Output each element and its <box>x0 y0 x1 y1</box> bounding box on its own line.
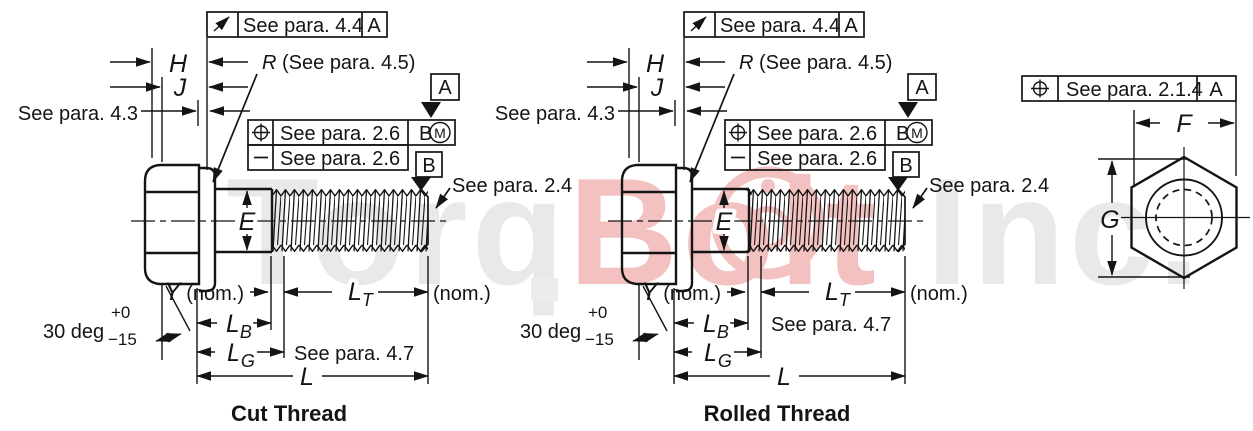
angle-tol-upper: +0 <box>111 303 130 322</box>
fcf-row1-text: See para. 2.6 <box>280 123 400 145</box>
circular-runout-icon <box>213 16 230 32</box>
fcf-row1-datum: B <box>419 123 432 145</box>
fcf-row2-text: See para. 2.6 <box>280 148 400 170</box>
position-symbol-icon <box>1031 79 1049 98</box>
fcf-row1-text: See para. 2.6 <box>757 123 877 145</box>
dim-LT-label: LT <box>348 278 375 310</box>
dim-Y-label: Y (nom.) <box>164 278 244 306</box>
end-view-fcf-text: See para. 2.1.4 <box>1066 79 1203 101</box>
dim-J-label: J <box>650 74 664 102</box>
point-note-leader <box>435 187 451 209</box>
dim-F-label: F <box>1176 110 1193 138</box>
dim-E-label: E <box>716 208 733 236</box>
fillet-note: R (See para. 4.5) <box>262 52 415 74</box>
dim-G-extension-lines <box>1098 158 1190 278</box>
threaded-section <box>272 188 429 253</box>
feature-control-frame <box>247 119 456 171</box>
datum-b-label: B <box>422 155 435 177</box>
dim-LT-suffix: (nom.) <box>433 283 491 305</box>
dim-J-label: J <box>173 74 187 102</box>
end-view-fcf: See para. 2.1.4 A <box>1021 75 1237 102</box>
dim-H-label: H <box>646 50 665 78</box>
angle-note: 30 deg <box>520 321 581 343</box>
mmc-modifier-circle-icon <box>429 121 451 144</box>
grip-note: See para. 4.7 <box>294 343 414 365</box>
dim-G-label: G <box>1100 206 1119 234</box>
fillet-note: R (See para. 4.5) <box>739 52 892 74</box>
dim-LT-label: LT <box>825 278 852 310</box>
point-note: See para. 2.4 <box>452 175 572 197</box>
chamfer-angle-arrow <box>155 332 182 343</box>
datum-b-flag <box>411 151 443 191</box>
cut-thread-caption: Cut Thread <box>231 401 347 426</box>
chamfer-angle-line <box>165 285 191 332</box>
fillet-leader <box>212 73 258 183</box>
rolled-thread-caption: Rolled Thread <box>704 401 851 426</box>
datum-a-label: A <box>915 77 929 99</box>
dim-E-label: E <box>239 208 256 236</box>
datum-a-label: A <box>438 77 452 99</box>
grip-note: See para. 4.7 <box>771 314 891 336</box>
datum-b-triangle-icon <box>411 177 431 191</box>
dim-LT-suffix: (nom.) <box>910 283 968 305</box>
fcf-row2-text: See para. 2.6 <box>757 148 877 170</box>
rolled-thread-bolt-labels: See para. 4.4 A R (See para. 4.5) H J Se… <box>495 15 1049 426</box>
position-symbol-icon <box>252 123 270 142</box>
dim-Y-label: Y (nom.) <box>641 278 721 306</box>
angle-tol-upper: +0 <box>588 303 607 322</box>
hex-head-side-view <box>143 163 217 293</box>
datum-b-label: B <box>899 155 912 177</box>
dim-F-extension-lines <box>1133 101 1237 186</box>
rolled-thread-step <box>744 188 752 253</box>
runout-callout-datum: A <box>844 15 858 37</box>
hex-end-view: See para. 2.1.4 A F G <box>1021 75 1250 289</box>
dim-LG-label: LG <box>227 339 255 371</box>
fcf-row1-datum: B <box>896 123 909 145</box>
dim-H-label: H <box>169 50 188 78</box>
angle-tol-lower: −15 <box>585 330 614 349</box>
runout-callout-frame <box>206 11 388 38</box>
fcf-row1-modifier: M <box>434 125 446 141</box>
head-note: See para. 4.3 <box>495 103 615 125</box>
dim-LB-label: LB <box>703 310 729 342</box>
dim-LB-label: LB <box>226 310 252 342</box>
cut-thread-bolt-labels: See para. 4.4 A R (See para. 4.5) H J Se… <box>18 15 572 426</box>
dim-L-label: L <box>777 363 791 391</box>
fcf-row1-modifier: M <box>911 125 923 141</box>
runout-callout-text: See para. 4.4 <box>243 15 363 37</box>
lower-extension-lines <box>161 256 429 384</box>
datum-a-flag <box>421 73 460 118</box>
angle-note: 30 deg <box>43 321 104 343</box>
point-note: See para. 2.4 <box>929 175 1049 197</box>
end-view-centerlines <box>1121 147 1250 289</box>
end-view-fcf-datum: A <box>1209 79 1223 101</box>
runout-callout-datum: A <box>367 15 381 37</box>
datum-a-triangle-icon <box>421 102 441 118</box>
head-note: See para. 4.3 <box>18 103 138 125</box>
runout-callout-text: See para. 4.4 <box>720 15 840 37</box>
upper-extension-lines <box>151 38 208 170</box>
dim-L-label: L <box>300 363 314 391</box>
dim-LG-label: LG <box>704 339 732 371</box>
watermark-fragment <box>531 278 558 301</box>
angle-tol-lower: −15 <box>108 330 137 349</box>
